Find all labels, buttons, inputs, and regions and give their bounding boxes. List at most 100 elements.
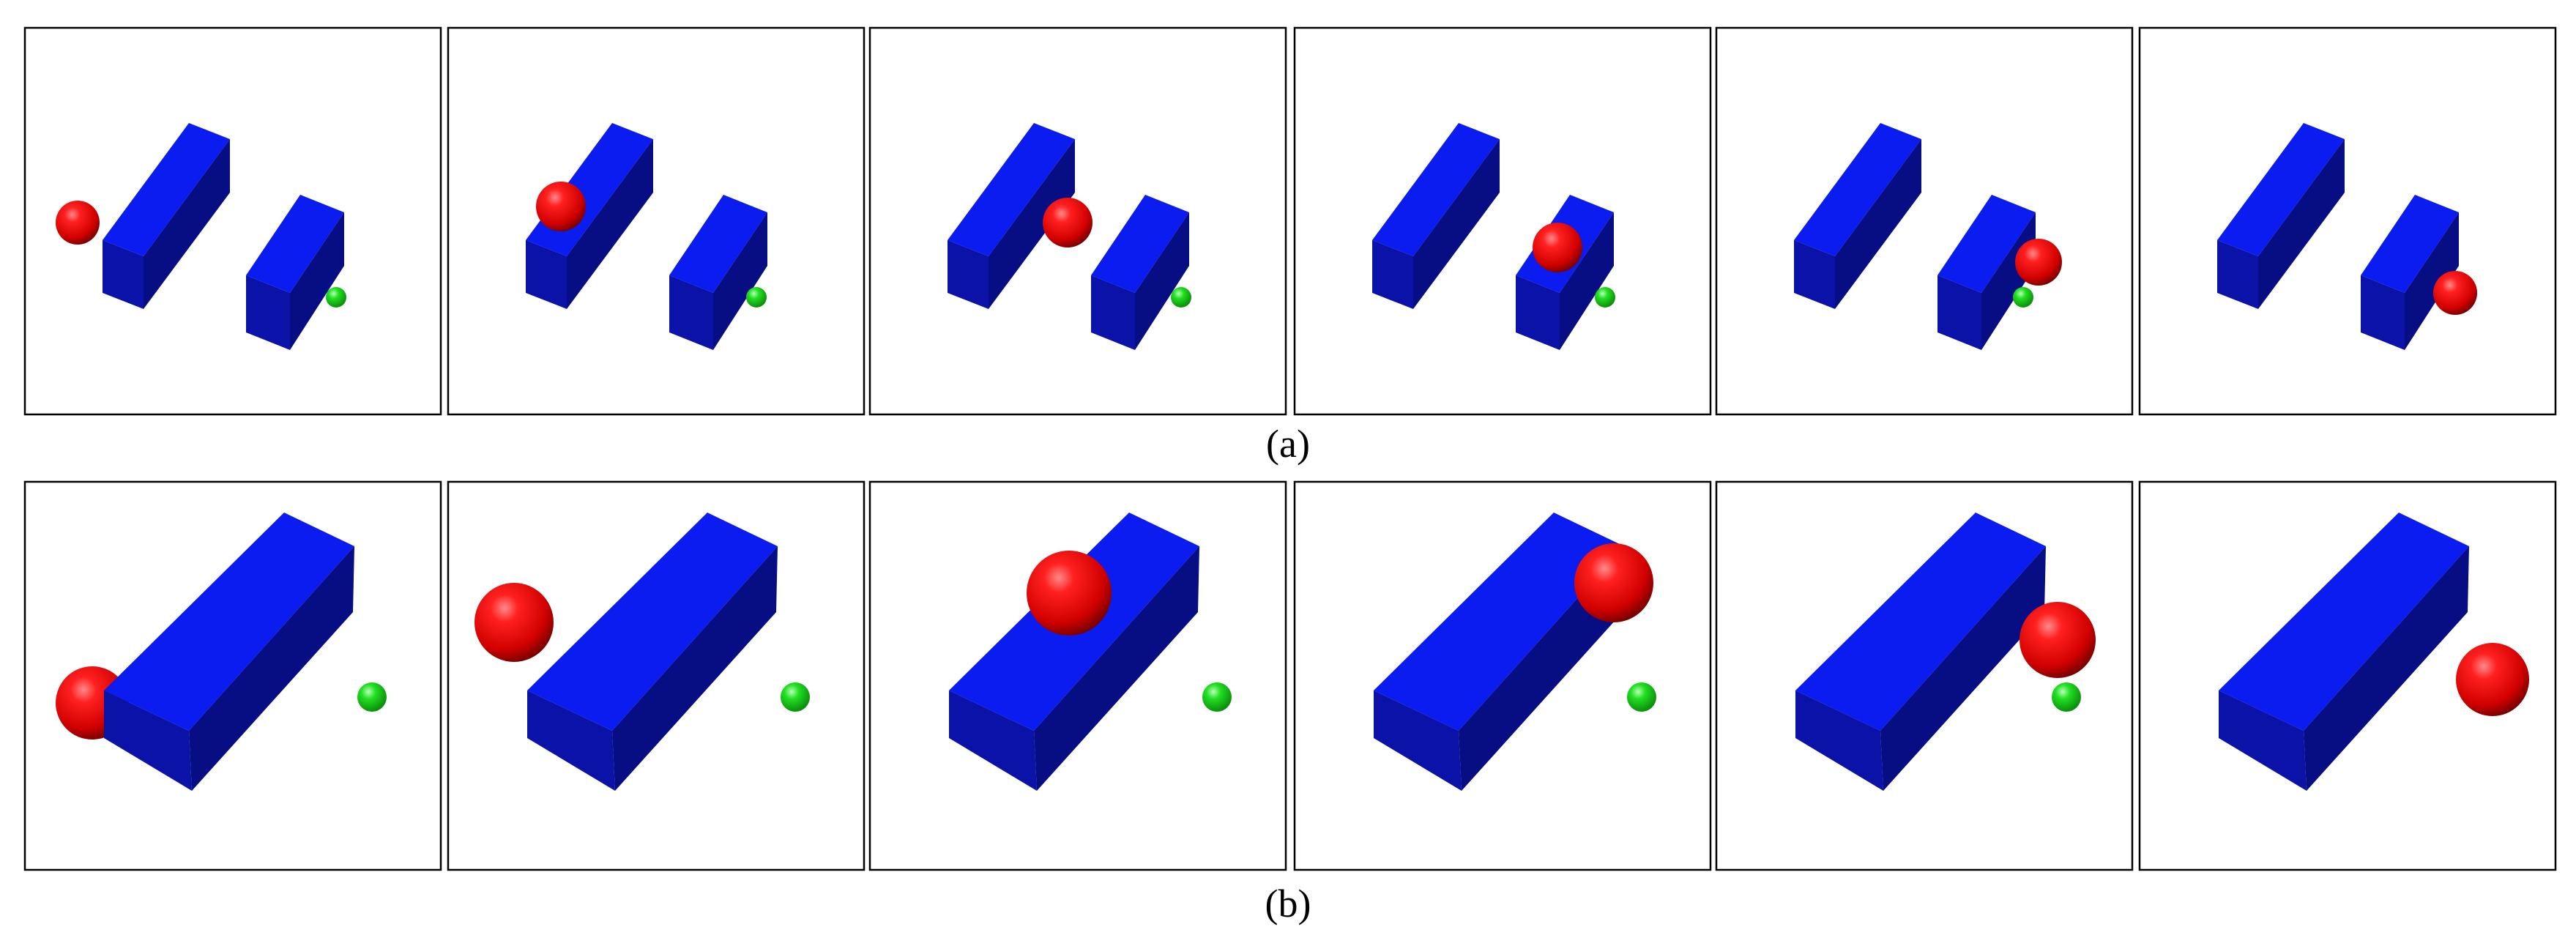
goal-sphere bbox=[2013, 287, 2033, 308]
frame-b-6 bbox=[2138, 480, 2557, 871]
block-2-front bbox=[246, 275, 290, 350]
block-2-front bbox=[1937, 275, 1981, 350]
block-1-front bbox=[103, 240, 144, 309]
block-top bbox=[1374, 513, 1624, 731]
frame-a-4 bbox=[1293, 26, 1712, 416]
goal-sphere bbox=[2052, 682, 2081, 712]
goal-sphere bbox=[1627, 682, 1656, 712]
red-ball bbox=[2456, 643, 2529, 716]
red-ball bbox=[2020, 602, 2096, 678]
scene-long-block bbox=[104, 513, 354, 791]
goal-sphere bbox=[326, 287, 346, 308]
block-top bbox=[1795, 513, 2046, 731]
block-side bbox=[1880, 546, 2046, 791]
frame-a-3 bbox=[868, 26, 1287, 416]
frame-b-3 bbox=[868, 480, 1287, 871]
red-ball bbox=[1574, 543, 1653, 622]
frame-a-5 bbox=[1715, 26, 2134, 416]
block-2-top bbox=[1091, 195, 1189, 293]
scene-two-blocks bbox=[103, 123, 344, 350]
frame-b-4 bbox=[1293, 480, 1712, 871]
goal-sphere bbox=[1202, 682, 1232, 712]
goal-sphere bbox=[746, 287, 767, 308]
block-top bbox=[2219, 513, 2469, 731]
block-front bbox=[949, 690, 1037, 791]
red-ball bbox=[1043, 198, 1092, 247]
block-1-top bbox=[1794, 123, 1921, 256]
row-a: (a) bbox=[23, 26, 2557, 466]
block-1-front bbox=[526, 240, 567, 309]
block-1-side bbox=[1835, 139, 1921, 309]
block-top bbox=[104, 513, 354, 731]
red-ball bbox=[2015, 239, 2062, 286]
block-front bbox=[2219, 690, 2307, 791]
block-1-side bbox=[1413, 139, 1500, 309]
block-1-side bbox=[144, 139, 230, 309]
goal-sphere bbox=[1171, 287, 1191, 308]
scene-long-block bbox=[527, 513, 778, 791]
frame-b-5 bbox=[1715, 480, 2134, 871]
block-side bbox=[612, 546, 778, 791]
block-2-top bbox=[246, 195, 344, 293]
frame-border bbox=[1715, 26, 2134, 416]
red-ball bbox=[536, 182, 586, 231]
block-2-front bbox=[1091, 275, 1135, 350]
block-1-front bbox=[1794, 240, 1835, 309]
block-2-top bbox=[2361, 195, 2459, 293]
row-b: (b) bbox=[23, 480, 2557, 925]
scene-two-blocks bbox=[948, 123, 1189, 350]
block-2-front bbox=[1516, 275, 1560, 350]
caption-b: (b) bbox=[1265, 882, 1311, 925]
block-1-top bbox=[948, 123, 1075, 256]
scene-long-block bbox=[1795, 513, 2046, 791]
block-side bbox=[2304, 546, 2469, 791]
goal-sphere bbox=[781, 682, 810, 712]
block-2-top bbox=[1937, 195, 2036, 293]
goal-sphere bbox=[357, 682, 387, 712]
block-1-side bbox=[567, 139, 653, 309]
block-side bbox=[1034, 546, 1199, 791]
block-2-side bbox=[2405, 212, 2459, 350]
frame-border bbox=[2138, 26, 2557, 416]
red-ball bbox=[2433, 271, 2477, 315]
scene-two-blocks bbox=[2217, 123, 2459, 350]
block-front bbox=[1374, 690, 1462, 791]
block-top bbox=[527, 513, 778, 731]
red-ball bbox=[1027, 551, 1112, 636]
block-1-top bbox=[1372, 123, 1500, 256]
frame-border bbox=[1293, 26, 1712, 416]
block-front bbox=[527, 690, 615, 791]
block-2-side bbox=[290, 212, 344, 350]
block-2-side bbox=[713, 212, 767, 350]
frame-b-1 bbox=[23, 480, 442, 871]
scene-long-block bbox=[2219, 513, 2469, 791]
block-side bbox=[189, 546, 354, 791]
frame-a-1 bbox=[23, 26, 442, 416]
block-front bbox=[1795, 690, 1883, 791]
block-1-front bbox=[2217, 240, 2258, 309]
red-ball bbox=[474, 583, 554, 662]
block-2-top bbox=[669, 195, 767, 293]
block-1-side bbox=[989, 139, 1075, 309]
scene-long-block bbox=[1374, 513, 1624, 791]
block-1-front bbox=[1372, 240, 1413, 309]
frame-a-6 bbox=[2138, 26, 2557, 416]
block-1-top bbox=[103, 123, 230, 256]
block-2-front bbox=[669, 275, 713, 350]
block-front bbox=[104, 690, 192, 791]
block-2-front bbox=[2361, 275, 2405, 350]
block-1-side bbox=[2258, 139, 2345, 309]
scene-two-blocks bbox=[1372, 123, 1614, 350]
red-ball bbox=[56, 201, 100, 245]
frame-border bbox=[447, 26, 866, 416]
frame-a-2 bbox=[447, 26, 866, 416]
block-side bbox=[1459, 546, 1624, 791]
red-ball bbox=[1533, 223, 1582, 272]
goal-sphere bbox=[1595, 287, 1615, 308]
block-1-top bbox=[2217, 123, 2345, 256]
block-1-front bbox=[948, 240, 989, 309]
block-2-side bbox=[1135, 212, 1189, 350]
caption-a: (a) bbox=[1266, 422, 1310, 466]
block-2-side bbox=[1560, 212, 1614, 350]
